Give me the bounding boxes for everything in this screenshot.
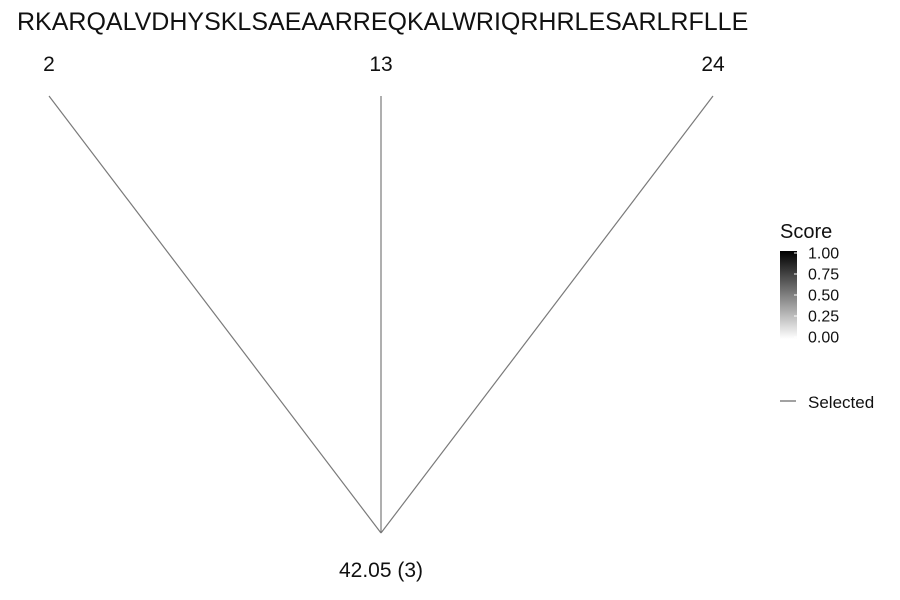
root-score-label: 42.05 (3) [339,559,423,582]
sequence-title: RKARQALVDHYSKLSAEAARREQKALWRIQRHRLESARLR… [17,8,748,36]
legend-title: Score [780,221,832,243]
position-label-13: 13 [369,53,392,76]
position-label-group: 2 13 24 [43,53,725,76]
score-legend: Score 1.00 0.75 0.50 0.25 0.00 Selected [780,221,874,412]
selected-legend-label: Selected [808,393,874,412]
position-label-2: 2 [43,53,55,76]
legend-tick-label: 0.25 [808,309,839,326]
edge-position-2 [48,95,382,534]
score-colorbar [780,251,797,339]
legend-tick-label: 0.75 [808,267,839,284]
edge-group [48,95,714,534]
position-label-24: 24 [701,53,725,76]
legend-tick-label: 1.00 [808,246,839,263]
edge-position-24 [380,95,714,534]
legend-tick-label: 0.50 [808,288,839,305]
legend-tick-label: 0.00 [808,330,839,347]
legend-tick-group: 1.00 0.75 0.50 0.25 0.00 [794,246,839,347]
